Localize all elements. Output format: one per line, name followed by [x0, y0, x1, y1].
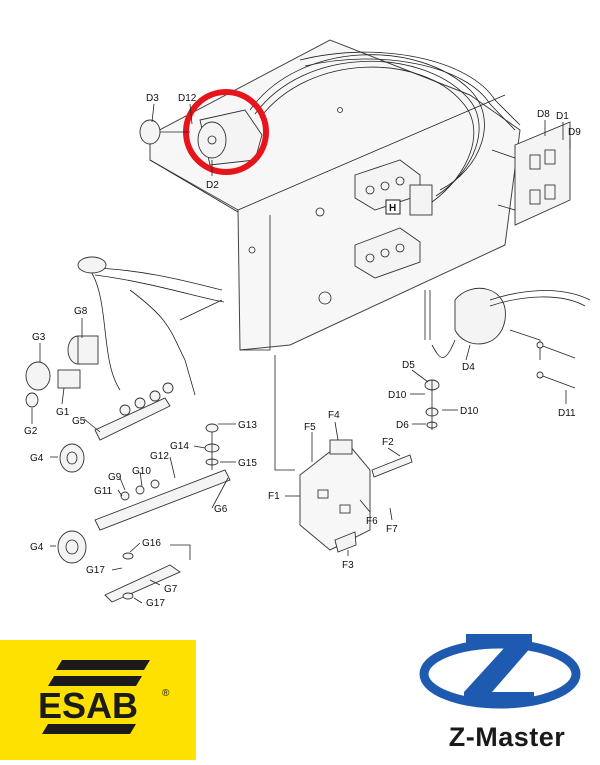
label-f5: F5: [304, 422, 316, 433]
terminal-block-h: H: [385, 184, 433, 216]
label-g15: G15: [238, 458, 257, 469]
label-g17-lower: G17: [146, 598, 165, 609]
connector-g8: [67, 335, 99, 365]
label-f4: F4: [328, 410, 340, 421]
zmaster-emblem: [419, 634, 581, 709]
esab-logo-mark: ESAB ®: [38, 660, 170, 734]
label-d1: D1: [556, 111, 569, 122]
wheel-g4-upper: [59, 443, 85, 473]
label-g10: G10: [132, 466, 151, 477]
label-d4: D4: [462, 362, 475, 373]
label-f7: F7: [386, 524, 398, 535]
label-d12: D12: [178, 93, 197, 104]
label-d6: D6: [396, 420, 409, 431]
label-g13: G13: [238, 420, 257, 431]
label-d8: D8: [537, 109, 550, 120]
part-g1: [57, 369, 81, 389]
label-g7: G7: [164, 584, 178, 595]
label-g14: G14: [170, 441, 189, 452]
zmaster-logo-text: Z-Master: [448, 722, 566, 752]
label-g1: G1: [56, 407, 70, 418]
left-harness: [77, 256, 225, 396]
part-labels: D3 D12 D2 D8 D1 D9 G8 G3 G1 G2 G5 G4 G13…: [24, 93, 581, 609]
handle-d4: [424, 287, 591, 360]
part-g2: [25, 392, 39, 408]
stack-d5-d10: [424, 339, 456, 430]
label-g12: G12: [150, 451, 169, 462]
label-d2: D2: [206, 180, 219, 191]
label-g2: G2: [24, 426, 38, 437]
leader-lines: [31, 103, 571, 604]
label-f3: F3: [342, 560, 354, 571]
clip-g7: [104, 544, 191, 603]
esab-registered-mark: ®: [162, 688, 170, 699]
wheel-g4-lower: [57, 530, 87, 564]
connector-f3: [334, 531, 357, 553]
label-g11: G11: [94, 486, 113, 497]
exploded-parts-diagram: H: [24, 39, 591, 609]
knob-g3: [25, 361, 51, 391]
cable-bundle: [249, 51, 521, 203]
label-g9: G9: [108, 472, 122, 483]
knob-d3: [139, 119, 190, 145]
fan-motor-d2: [197, 109, 263, 166]
label-g5: G5: [72, 416, 86, 427]
label-d3: D3: [146, 93, 159, 104]
label-g4-lower: G4: [30, 542, 44, 553]
ribbon-cable-f2: [371, 454, 413, 478]
fastener-stack-g13: [204, 423, 220, 470]
label-d10-right: D10: [460, 406, 479, 417]
esab-logo: ESAB ®: [0, 640, 196, 760]
label-f2: F2: [382, 437, 394, 448]
esab-stripes: [42, 660, 150, 734]
bracket-g5: [94, 382, 174, 441]
label-g17-upper: G17: [86, 565, 105, 576]
label-g3: G3: [32, 332, 46, 343]
label-h: H: [389, 203, 396, 214]
control-board-f1: [274, 355, 371, 551]
label-g8: G8: [74, 306, 88, 317]
label-g4-upper: G4: [30, 453, 44, 464]
zmaster-logo: Z-Master: [400, 612, 600, 760]
power-module-lower: [354, 227, 421, 279]
label-d10-left: D10: [388, 390, 407, 401]
label-d11: D11: [558, 408, 576, 419]
rail-g6: [94, 469, 231, 531]
label-g6: G6: [214, 504, 228, 515]
label-d5: D5: [402, 360, 415, 371]
label-f6: F6: [366, 516, 378, 527]
screws-d11: [536, 341, 576, 389]
label-f1: F1: [268, 491, 280, 502]
label-g16: G16: [142, 538, 161, 549]
connector-board-d1: [491, 121, 571, 226]
label-d9: D9: [568, 127, 581, 138]
esab-logo-text: ESAB: [38, 685, 138, 726]
